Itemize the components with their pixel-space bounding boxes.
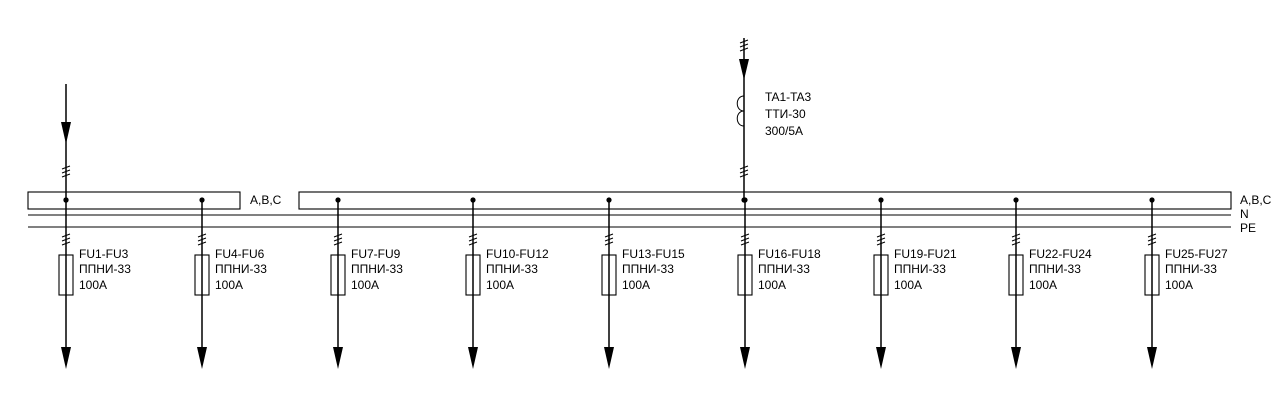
transformer-designation: TA1-TA3 xyxy=(765,90,812,104)
three-phase-tick-marks xyxy=(197,233,207,246)
fuse-rating: 100А xyxy=(79,278,107,292)
fuse-rating: 100А xyxy=(1029,278,1057,292)
incoming-arrow xyxy=(739,59,749,80)
fuse-rating: 100А xyxy=(486,278,514,292)
outgoing-arrow xyxy=(1147,347,1157,369)
fuse-designation: FU4-FU6 xyxy=(215,247,265,261)
fuse-type: ППНИ-33 xyxy=(351,262,403,276)
fuse-designation: FU7-FU9 xyxy=(351,247,401,261)
three-phase-tick-marks xyxy=(1147,233,1157,246)
three-phase-tick-marks xyxy=(604,233,614,246)
fuse-designation: FU10-FU12 xyxy=(486,247,549,261)
outgoing-arrow xyxy=(61,347,71,369)
three-phase-tick-marks xyxy=(739,165,749,178)
three-phase-tick-marks xyxy=(876,233,886,246)
fuse-rating: 100А xyxy=(894,278,922,292)
incoming-arrow xyxy=(61,122,71,144)
three-phase-tick-marks xyxy=(739,39,749,52)
fuse-rating: 100А xyxy=(215,278,243,292)
outgoing-arrow xyxy=(1011,347,1021,369)
three-phase-tick-marks xyxy=(740,233,750,246)
fuse-designation: FU19-FU21 xyxy=(894,247,957,261)
fuse-rating: 100А xyxy=(1165,278,1193,292)
three-phase-tick-marks xyxy=(1011,233,1021,246)
fuse-rating: 100А xyxy=(758,278,786,292)
fuse-designation: FU13-FU15 xyxy=(622,247,685,261)
fuse-type: ППНИ-33 xyxy=(79,262,131,276)
outgoing-feeders: FU1-FU3ППНИ-33100АFU4-FU6ППНИ-33100АFU7-… xyxy=(58,197,1228,369)
current-transformer-symbol xyxy=(736,95,745,127)
fuse-designation: FU1-FU3 xyxy=(79,247,129,261)
fuse-rating: 100А xyxy=(622,278,650,292)
fuse-type: ППНИ-33 xyxy=(622,262,674,276)
busbar-left-phase-label: A,B,C xyxy=(250,193,282,207)
fuse-designation: FU16-FU18 xyxy=(758,247,821,261)
fuse-type: ППНИ-33 xyxy=(1165,262,1217,276)
outgoing-arrow xyxy=(604,347,614,369)
neutral-label: N xyxy=(1240,207,1249,221)
incoming-supply-left xyxy=(61,84,71,203)
incoming-supply-upper xyxy=(736,38,749,203)
busbar-section-left xyxy=(27,191,241,210)
fuse-type: ППНИ-33 xyxy=(215,262,267,276)
three-phase-tick-marks xyxy=(468,233,478,246)
transformer-ratio: 300/5А xyxy=(765,124,803,138)
fuse-rating: 100А xyxy=(351,278,379,292)
fuse-type: ППНИ-33 xyxy=(1029,262,1081,276)
three-phase-tick-marks xyxy=(333,233,343,246)
fuse-type: ППНИ-33 xyxy=(894,262,946,276)
pe-label: PE xyxy=(1240,221,1256,235)
busbar-right-phase-label: A,B,C xyxy=(1240,193,1272,207)
fuse-type: ППНИ-33 xyxy=(758,262,810,276)
transformer-type: ТТИ-30 xyxy=(765,107,806,121)
busbar-section-right xyxy=(298,191,1232,210)
three-phase-tick-marks xyxy=(61,233,71,246)
outgoing-arrow xyxy=(468,347,478,369)
outgoing-arrow xyxy=(740,347,750,369)
outgoing-arrow xyxy=(876,347,886,369)
fuse-type: ППНИ-33 xyxy=(486,262,538,276)
fuse-designation: FU25-FU27 xyxy=(1165,247,1228,261)
outgoing-arrow xyxy=(197,347,207,369)
fuse-designation: FU22-FU24 xyxy=(1029,247,1092,261)
outgoing-arrow xyxy=(333,347,343,369)
three-phase-tick-marks xyxy=(61,165,71,178)
